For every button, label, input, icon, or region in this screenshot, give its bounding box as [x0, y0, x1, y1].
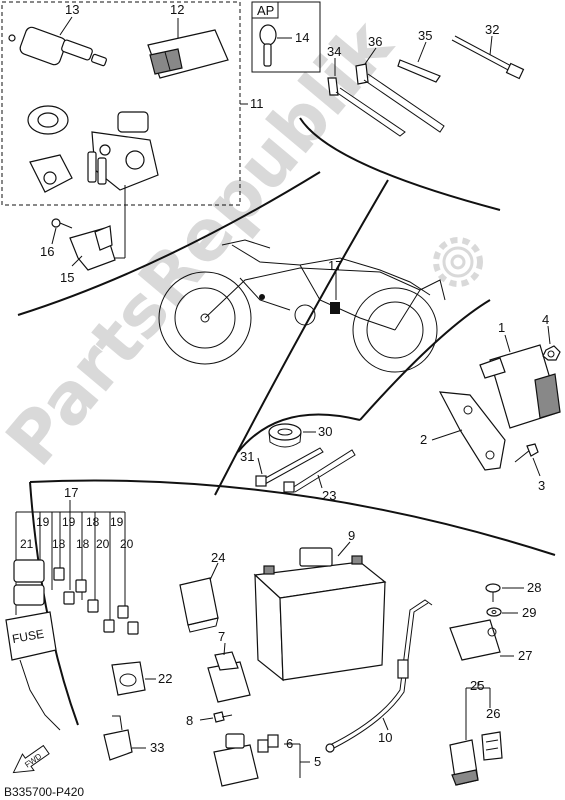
fuse-label: FUSE	[11, 627, 45, 646]
ecu-part-1[interactable]	[479, 344, 561, 429]
ecu-location-marker	[330, 302, 340, 314]
callout-20a[interactable]: 20	[96, 537, 110, 551]
callout-7[interactable]: 7	[218, 629, 225, 644]
gear-watermark-icon	[433, 237, 483, 287]
fuse-parts-18-20[interactable]	[53, 567, 139, 635]
cable-tie-part-36[interactable]	[355, 63, 445, 133]
callout-30[interactable]: 30	[318, 424, 332, 439]
callout-29[interactable]: 29	[522, 605, 536, 620]
callout-9[interactable]: 9	[348, 528, 355, 543]
callout-4[interactable]: 4	[542, 312, 549, 327]
connector-part-26[interactable]	[481, 731, 503, 761]
seat-lock-assembly-part[interactable]	[91, 111, 159, 191]
view-divider-small	[237, 413, 361, 453]
lock-cover-part[interactable]	[29, 154, 73, 193]
key-icon	[87, 151, 107, 185]
relay-part-25[interactable]	[449, 739, 479, 786]
callout-34[interactable]: 34	[327, 44, 341, 59]
callout-24[interactable]: 24	[211, 550, 225, 565]
callout-21[interactable]: 21	[20, 537, 34, 551]
callout-19c[interactable]: 19	[110, 515, 124, 529]
callout-20b[interactable]: 20	[120, 537, 134, 551]
callout-27[interactable]: 27	[518, 648, 532, 663]
callout-25[interactable]: 25	[470, 678, 484, 693]
watermark-text: PartsRepublik	[0, 4, 409, 481]
callout-12[interactable]: 12	[170, 2, 184, 17]
callout-16[interactable]: 16	[40, 244, 54, 259]
callout-10[interactable]: 10	[378, 730, 392, 745]
view-divider-top	[299, 117, 501, 211]
clamp-part-35[interactable]	[397, 59, 441, 83]
callout-31[interactable]: 31	[240, 449, 254, 464]
callout-28[interactable]: 28	[527, 580, 541, 595]
relay-cover-part-7[interactable]	[207, 651, 251, 703]
callout-18c[interactable]: 18	[76, 537, 90, 551]
bolt-part-3[interactable]	[514, 443, 539, 463]
callout-5[interactable]: 5	[314, 754, 321, 769]
key-blank-part-14[interactable]	[259, 24, 277, 67]
cable-tie-part-34[interactable]	[327, 77, 406, 137]
callout-33[interactable]: 33	[150, 740, 164, 755]
callout-14[interactable]: 14	[295, 30, 309, 45]
callout-8[interactable]: 8	[186, 713, 193, 728]
callout-6[interactable]: 6	[286, 736, 293, 751]
ap-box	[251, 1, 321, 73]
ap-label: AP	[257, 3, 274, 18]
starter-relay-part-5[interactable]	[213, 733, 279, 787]
grommet-part-30[interactable]	[268, 423, 302, 448]
washer-part-29[interactable]	[486, 607, 502, 617]
fwd-arrow-icon: FWD	[12, 744, 50, 774]
clip-part-33[interactable]	[103, 715, 133, 761]
ecu-part-12[interactable]	[147, 29, 229, 79]
screw-part-28[interactable]	[485, 583, 501, 602]
battery-part-9[interactable]	[253, 547, 387, 682]
connector-part-27[interactable]	[449, 619, 501, 661]
relay-part-24[interactable]	[179, 577, 219, 633]
callout-19b[interactable]: 19	[62, 515, 76, 529]
callout-36[interactable]: 36	[368, 34, 382, 49]
callout-13[interactable]: 13	[65, 2, 79, 17]
view-divider-bottom-left	[29, 481, 79, 726]
cable-tie-part-23[interactable]	[283, 449, 356, 493]
callout-3[interactable]: 3	[538, 478, 545, 493]
lock-cylinder-part[interactable]	[27, 105, 69, 135]
callout-17b[interactable]: 17	[64, 485, 78, 500]
callout-18a[interactable]: 18	[86, 515, 100, 529]
callout-19a[interactable]: 19	[36, 515, 50, 529]
bracket-part-15[interactable]	[69, 225, 116, 271]
callout-11[interactable]: 11	[250, 96, 264, 111]
callout-22[interactable]: 22	[158, 671, 172, 686]
view-divider-bottom	[29, 479, 556, 556]
callout-15[interactable]: 15	[60, 270, 74, 285]
cable-tie-part-32[interactable]	[451, 35, 525, 80]
callout-23[interactable]: 23	[322, 488, 336, 503]
callout-18b[interactable]: 18	[52, 537, 66, 551]
nut-part-4[interactable]	[542, 345, 561, 361]
view-divider-right	[359, 299, 491, 421]
motorcycle-outline	[158, 239, 446, 373]
bolt-part-8[interactable]	[213, 711, 233, 723]
callout-2[interactable]: 2	[420, 432, 427, 447]
ecu-bracket-part-2[interactable]	[438, 391, 506, 471]
callout-17a[interactable]: 17	[328, 258, 342, 273]
view-divider-center	[214, 179, 389, 496]
callout-26[interactable]: 26	[486, 706, 500, 721]
clip-part-22[interactable]	[111, 661, 146, 696]
bolt-part-16[interactable]	[51, 218, 73, 229]
callout-1[interactable]: 1	[498, 320, 505, 335]
callout-35[interactable]: 35	[418, 28, 432, 43]
cable-tie-part-31[interactable]	[255, 447, 324, 487]
callout-32[interactable]: 32	[485, 22, 499, 37]
main-switch-part-13[interactable]	[8, 26, 107, 67]
battery-cable-part-10[interactable]	[325, 599, 433, 753]
view-divider-left	[17, 171, 321, 316]
fuse-box-part-21[interactable]: FUSE	[5, 559, 61, 731]
diagram-code: B335700-P420	[4, 785, 84, 799]
